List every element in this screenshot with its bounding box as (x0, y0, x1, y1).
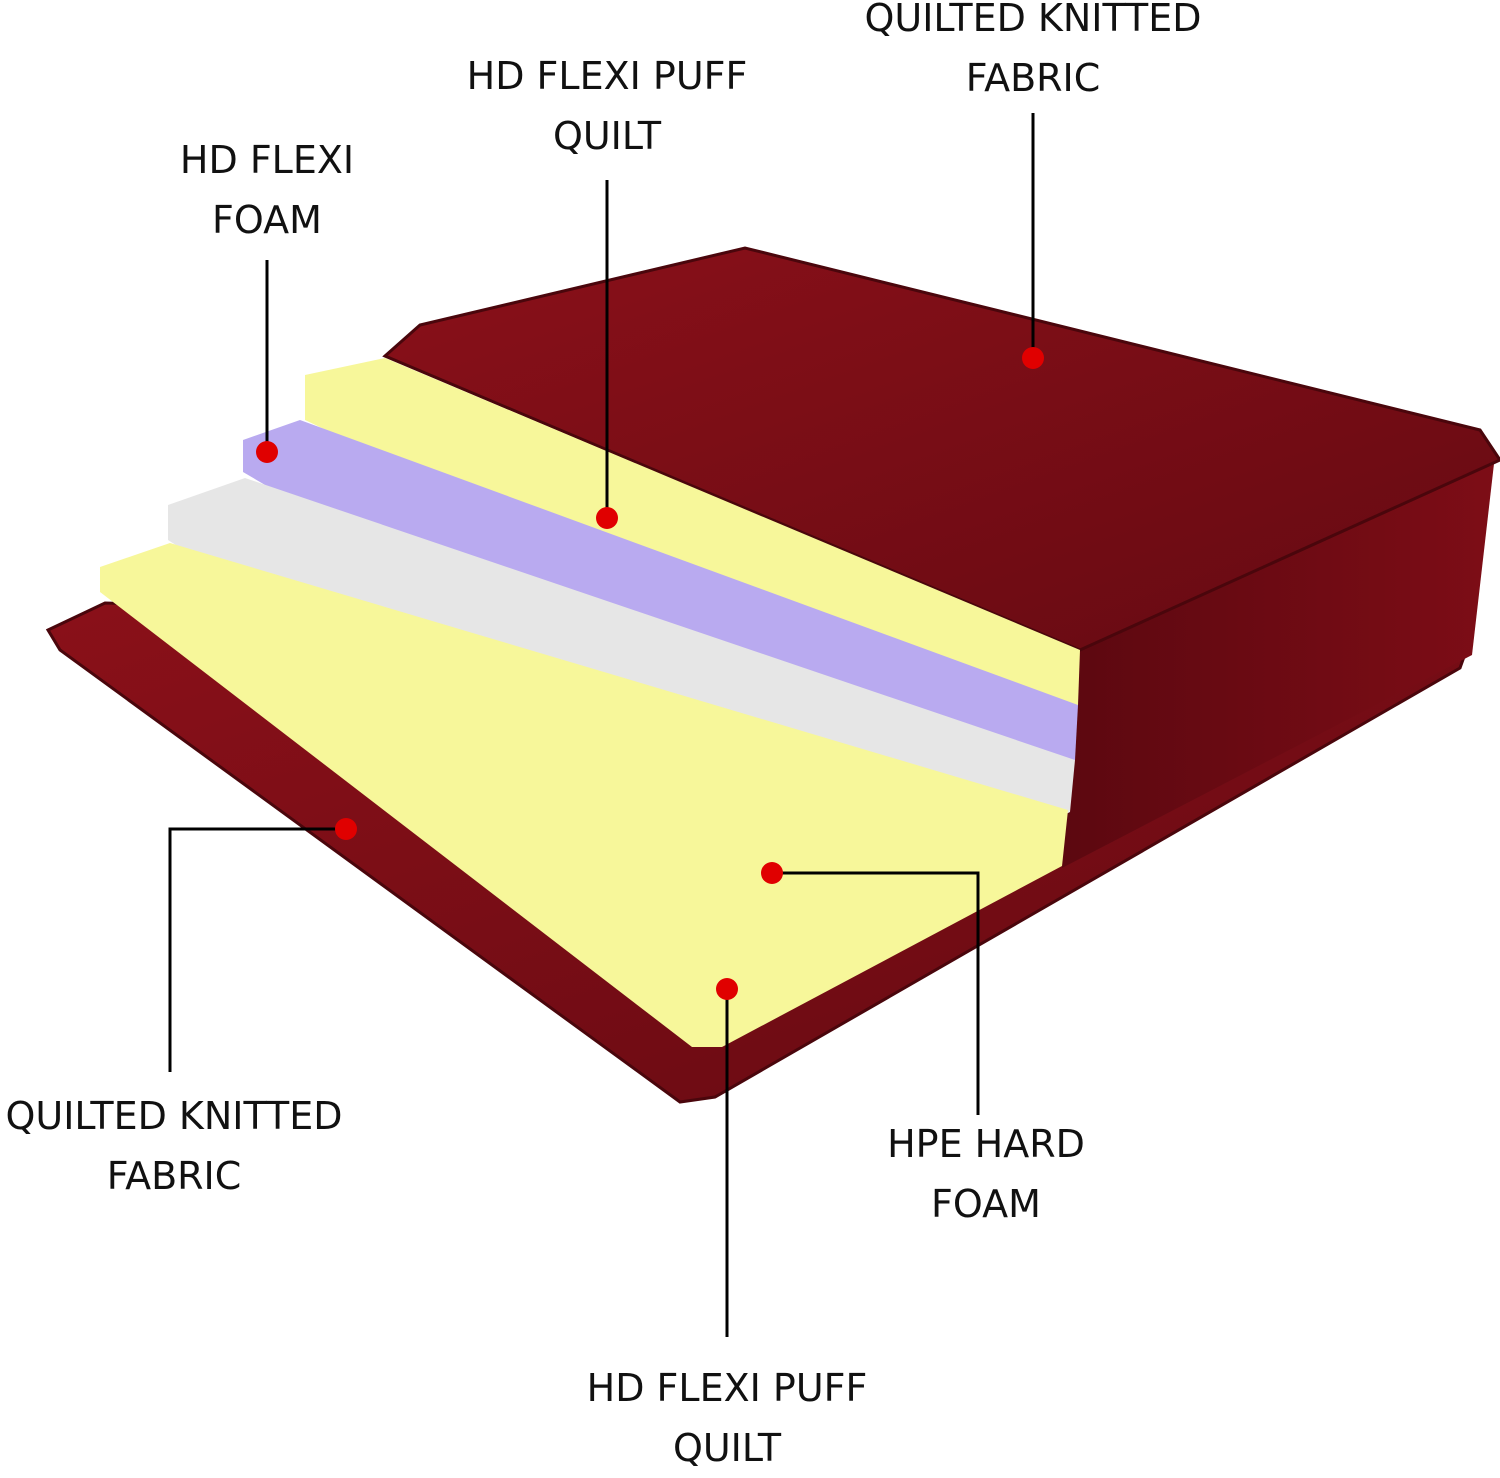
marker-dot (335, 818, 357, 840)
leader-bottom-fabric (168, 827, 346, 1072)
label-hpe-foam: HPE HARD FOAM (887, 1114, 1085, 1234)
label-line: QUILTED KNITTED (864, 0, 1202, 40)
leader-lines (168, 113, 1035, 1337)
label-line: QUILT (672, 1426, 782, 1470)
label-line: QUILT (552, 114, 662, 158)
marker-dot (596, 507, 618, 529)
label-top-fabric: QUILTED KNITTED FABRIC (864, 0, 1201, 108)
markers (256, 347, 1044, 1000)
label-bottom-puff-quilt: HD FLEXI PUFF QUILT (587, 1358, 868, 1478)
mattress-side-face (1062, 455, 1495, 868)
label-line: HPE HARD (887, 1122, 1085, 1166)
label-top-puff-quilt: HD FLEXI PUFF QUILT (467, 46, 748, 166)
leader-hpe-foam (772, 871, 980, 1115)
label-line: FABRIC (965, 56, 1101, 100)
label-line: HD FLEXI (179, 138, 355, 182)
bottom-puff-quilt-layer (100, 543, 1068, 1047)
label-line: HD FLEXI PUFF (586, 1366, 868, 1410)
label-line: QUILTED KNITTED (5, 1094, 343, 1138)
marker-dot (716, 978, 738, 1000)
marker-dot (761, 862, 783, 884)
label-line: FABRIC (106, 1154, 242, 1198)
label-bottom-fabric: QUILTED KNITTED FABRIC (5, 1086, 342, 1206)
label-line: FOAM (931, 1182, 1041, 1226)
marker-dot (256, 441, 278, 463)
label-line: FOAM (212, 198, 322, 242)
label-flexi-foam: HD FLEXI FOAM (180, 130, 354, 250)
label-line: HD FLEXI PUFF (466, 54, 748, 98)
marker-dot (1022, 347, 1044, 369)
